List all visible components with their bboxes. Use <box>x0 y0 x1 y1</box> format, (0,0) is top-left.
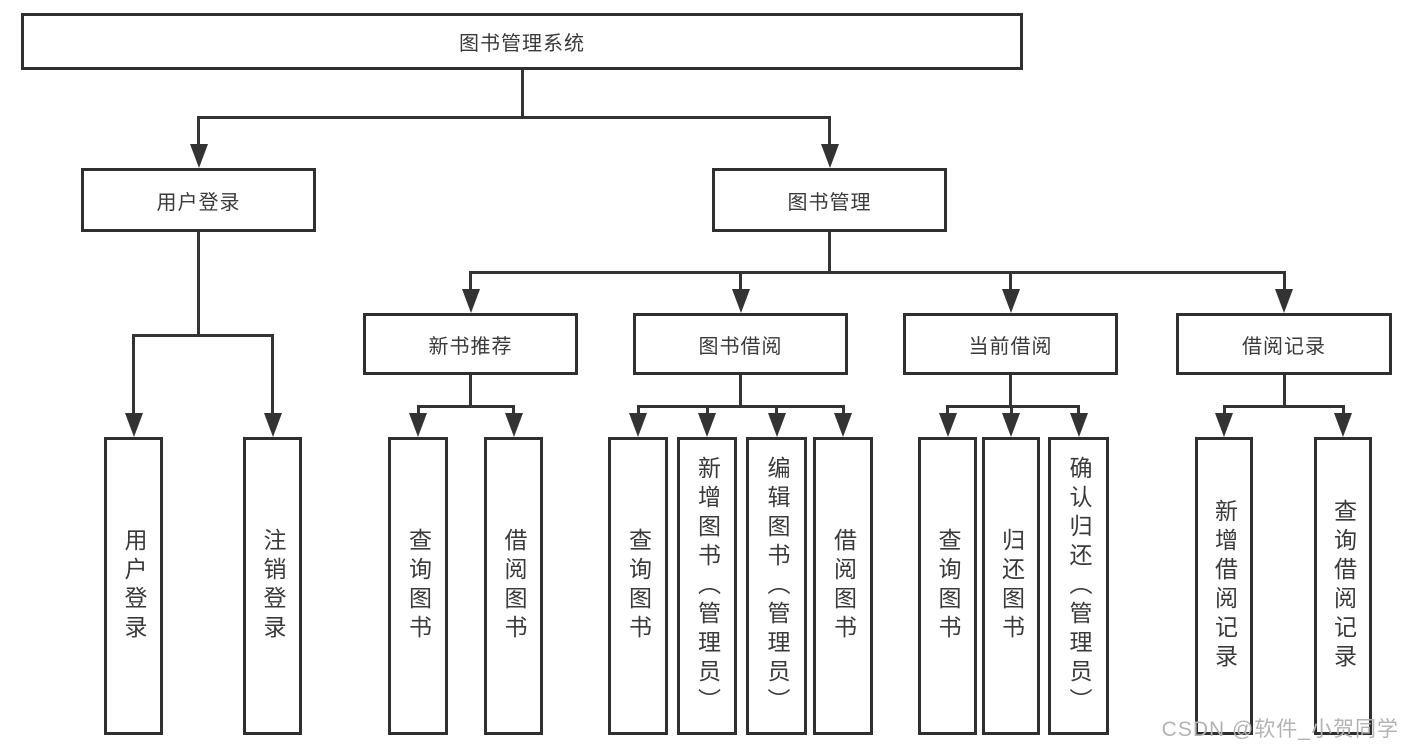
leaf-confirm-return-admin: 确认归还（管理员） <box>1048 437 1109 735</box>
node-borrowing-records: 借阅记录 <box>1176 313 1392 375</box>
arrow-down-icon <box>1275 289 1293 313</box>
leaf-edit-books-admin: 编辑图书（管理员） <box>746 437 807 735</box>
arrow-down-icon <box>409 413 427 437</box>
arrow-down-icon <box>834 413 852 437</box>
connector-line <box>416 404 515 408</box>
node-book-borrowing: 图书借阅 <box>633 313 848 375</box>
connector-line <box>271 334 274 416</box>
connector-line <box>1282 375 1286 407</box>
connector-line <box>469 375 472 407</box>
connector-line <box>197 117 200 147</box>
connector-line <box>828 232 831 273</box>
arrow-down-icon <box>767 413 786 437</box>
connector-line <box>132 334 135 416</box>
arrow-down-icon <box>124 413 143 437</box>
connector-line <box>1009 375 1012 407</box>
node-root-library-system: 图书管理系统 <box>21 13 1023 70</box>
leaf-query-books-current: 查询图书 <box>918 437 977 735</box>
arrow-down-icon <box>263 413 282 437</box>
leaf-query-borrow-record: 查询借阅记录 <box>1314 437 1372 735</box>
connector-line <box>1222 404 1345 408</box>
arrow-down-icon <box>1002 413 1020 437</box>
connector-line <box>946 404 1080 408</box>
connector-line <box>841 405 845 416</box>
connector-line <box>828 117 831 147</box>
connector-line <box>1341 405 1345 416</box>
leaf-borrow-books: 借阅图书 <box>813 437 873 735</box>
arrow-down-icon <box>938 413 957 437</box>
leaf-add-books-admin: 新增图书（管理员） <box>677 437 737 735</box>
connector-line <box>775 405 778 416</box>
arrow-down-icon <box>504 413 523 437</box>
leaf-user-login: 用户登录 <box>104 437 163 735</box>
connector-line <box>197 232 200 336</box>
leaf-add-borrow-record: 新增借阅记录 <box>1195 437 1253 735</box>
node-current-borrowing: 当前借阅 <box>903 313 1118 375</box>
connector-line <box>739 375 742 407</box>
arrow-down-icon <box>189 144 208 168</box>
csdn-watermark: CSDN @软件_小贺同学 <box>1161 718 1399 741</box>
connector-line <box>520 70 524 117</box>
connector-line <box>636 405 640 416</box>
node-new-book-recommendation: 新书推荐 <box>363 313 578 375</box>
arrow-down-icon <box>1215 413 1233 437</box>
arrow-down-icon <box>1001 289 1020 313</box>
leaf-logout: 注销登录 <box>243 437 302 735</box>
connector-line <box>1222 405 1226 416</box>
connector-line <box>705 405 709 416</box>
connector-line <box>1077 405 1080 416</box>
leaf-query-books-recommend: 查询图书 <box>388 437 448 735</box>
connector-line <box>1009 271 1012 292</box>
connector-line <box>469 271 472 292</box>
leaf-return-books: 归还图书 <box>982 437 1040 735</box>
leaf-borrow-books-recommend: 借阅图书 <box>484 437 543 735</box>
arrow-down-icon <box>629 413 647 437</box>
arrow-down-icon <box>1334 413 1352 437</box>
connector-line <box>1009 405 1013 416</box>
leaf-query-books-borrowing: 查询图书 <box>608 437 668 735</box>
connector-line <box>739 271 742 292</box>
connector-line <box>636 404 845 408</box>
arrow-down-icon <box>461 289 480 313</box>
connector-line <box>416 405 420 416</box>
connector-line <box>1282 271 1286 292</box>
connector-line <box>946 405 949 416</box>
node-user-login: 用户登录 <box>81 168 316 232</box>
arrow-down-icon <box>698 413 716 437</box>
connector-line <box>512 405 515 416</box>
arrow-down-icon <box>731 289 750 313</box>
connector-line <box>469 270 1286 274</box>
arrow-down-icon <box>820 144 839 168</box>
connector-line <box>132 333 274 337</box>
connector-line <box>197 115 831 119</box>
node-book-management: 图书管理 <box>712 168 947 232</box>
arrow-down-icon <box>1069 413 1088 437</box>
